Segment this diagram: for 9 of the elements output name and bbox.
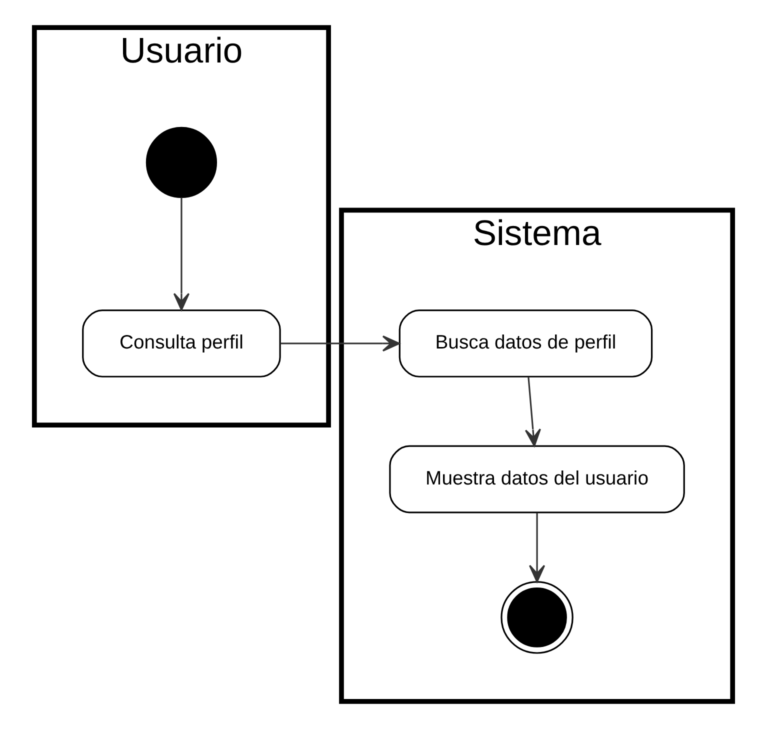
arrow <box>280 335 400 352</box>
node-circle <box>146 126 218 198</box>
node-box: Muestra datos del usuario <box>389 445 685 514</box>
arrow <box>173 198 190 311</box>
arrow <box>528 512 546 583</box>
arrow <box>524 377 541 447</box>
node-bullseye <box>500 581 574 654</box>
node-box: Consulta perfil <box>82 310 281 378</box>
node-box: Busca datos de perfil <box>398 310 653 378</box>
